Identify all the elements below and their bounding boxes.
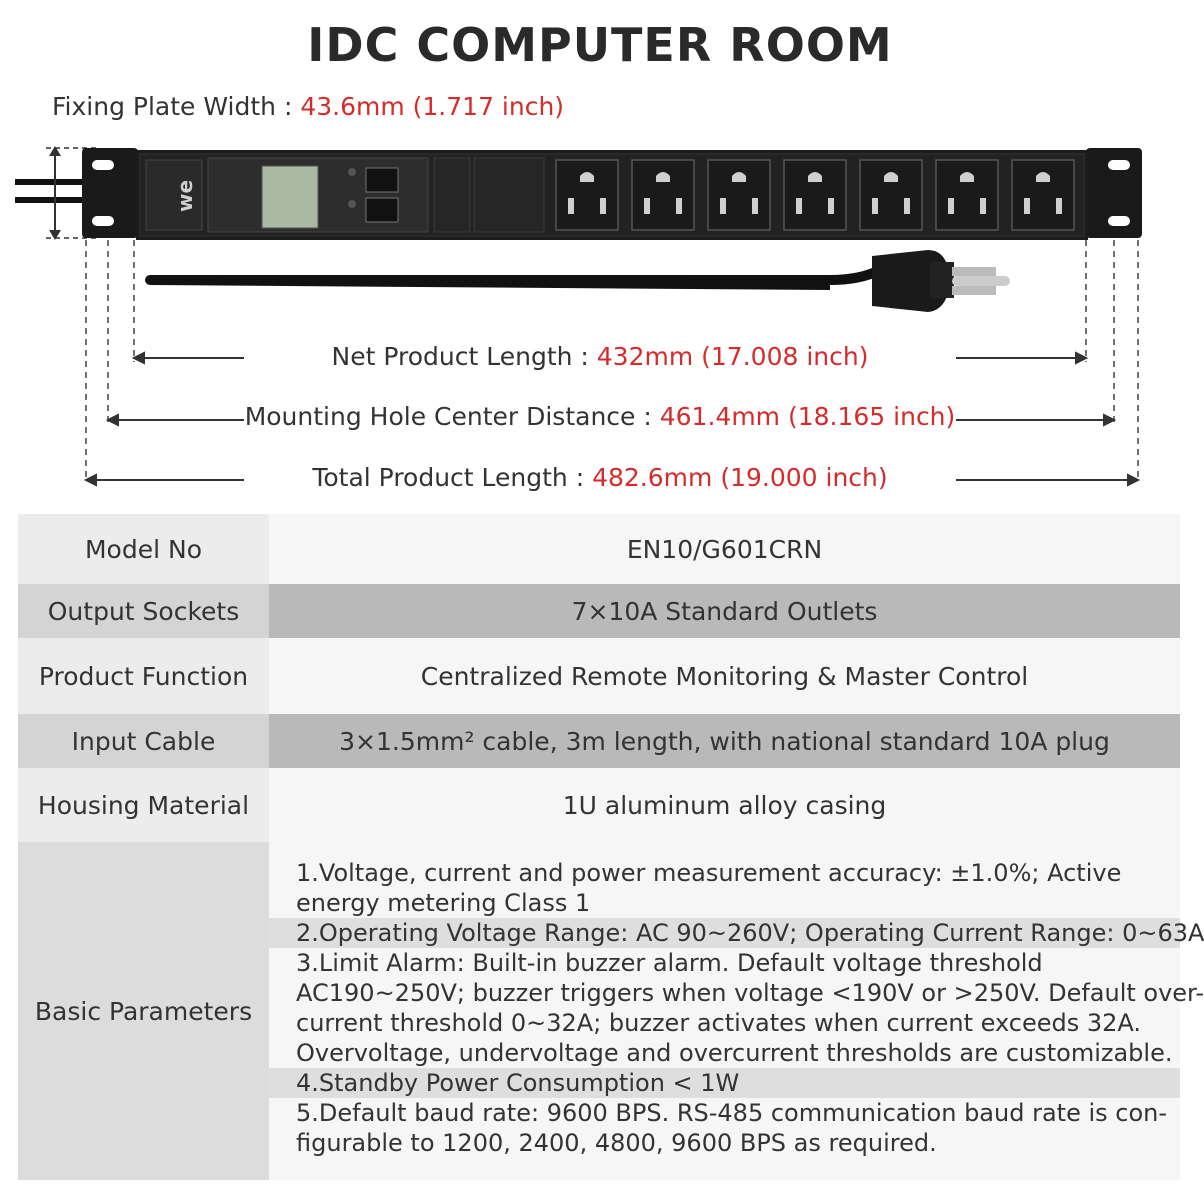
dimension-extension-lines: [85, 240, 1139, 482]
page-title: IDC COMPUTER ROOM: [307, 18, 893, 72]
rj45-port-icon: [365, 197, 399, 223]
param-line: 4.Standby Power Consumption < 1W: [269, 1068, 1180, 1098]
param-line: current threshold 0~32A; buzzer activate…: [296, 1009, 1142, 1037]
lcd-display: [261, 165, 319, 229]
spec-label-basic-parameters: Basic Parameters: [18, 842, 269, 1180]
total-length-label: Total Product Length :: [312, 463, 593, 492]
param-line: Overvoltage, undervoltage and overcurren…: [296, 1039, 1173, 1067]
dimension-arrows: [83, 351, 1141, 487]
spec-row-function: Product Function Centralized Remote Moni…: [18, 638, 1180, 714]
mhc-label: Mounting Hole Center Distance :: [244, 402, 660, 431]
outlet-socket-icon: [707, 159, 771, 231]
spec-label: Housing Material: [18, 768, 269, 842]
spec-row-cable: Input Cable 3×1.5mm² cable, 3m length, w…: [18, 714, 1180, 768]
brand-text: we: [173, 180, 197, 212]
spec-value: EN10/G601CRN: [269, 514, 1180, 584]
outlet-socket-icon: [783, 159, 847, 231]
mhc-value: 461.4mm (18.165 inch): [659, 402, 956, 431]
outlet-socket-icon: [1011, 159, 1075, 231]
spec-row-model: Model No EN10/G601CRN: [18, 514, 1180, 584]
spec-value: 7×10A Standard Outlets: [269, 584, 1180, 638]
spec-label: Model No: [18, 514, 269, 584]
plug-prong: [952, 267, 996, 276]
power-cord: [145, 250, 1010, 312]
total-length-value: 482.6mm (19.000 inch): [592, 463, 888, 492]
meter-module: [207, 157, 429, 233]
plug-ground-pin: [952, 276, 1010, 286]
param-line: energy metering Class 1: [296, 889, 591, 917]
param-line: AC190~250V; buzzer triggers when voltage…: [296, 979, 1204, 1007]
spec-value: 1U aluminum alloy casing: [269, 768, 1180, 842]
outlet-socket-icon: [859, 159, 923, 231]
outlet-socket-icon: [631, 159, 695, 231]
height-dimension-marker: [46, 146, 100, 240]
total-product-length: Total Product Length : 482.6mm (19.000 i…: [0, 463, 1200, 492]
net-length-value: 432mm (17.008 inch): [596, 342, 869, 371]
net-product-length: Net Product Length : 432mm (17.008 inch): [0, 342, 1200, 371]
fixing-plate-width-label: Fixing Plate Width : 43.6mm (1.717 inch): [52, 92, 564, 121]
spec-table: Model No EN10/G601CRN Output Sockets 7×1…: [18, 514, 1204, 1180]
spec-label: Output Sockets: [18, 584, 269, 638]
outlet-socket-icon: [935, 159, 999, 231]
param-line: 2.Operating Voltage Range: AC 90~260V; O…: [269, 918, 1204, 948]
net-length-label: Net Product Length :: [331, 342, 597, 371]
param-line: 1.Voltage, current and power measurement…: [296, 859, 1122, 887]
left-mounting-bracket: [82, 148, 138, 238]
spec-label: Input Cable: [18, 714, 269, 768]
plate-label-text: Fixing Plate Width :: [52, 92, 301, 121]
brand-logo: we: [145, 159, 203, 231]
param-line: 5.Default baud rate: 9600 BPS. RS-485 co…: [296, 1099, 1168, 1127]
spec-label: Product Function: [18, 638, 269, 714]
basic-parameters-list: 1.Voltage, current and power measurement…: [269, 842, 1204, 1180]
plate-value: 43.6mm (1.717 inch): [300, 92, 565, 121]
spec-value: 3×1.5mm² cable, 3m length, with national…: [269, 714, 1180, 768]
spec-row-housing: Housing Material 1U aluminum alloy casin…: [18, 768, 1180, 842]
right-mounting-bracket: [1086, 148, 1142, 238]
param-line: 3.Limit Alarm: Built-in buzzer alarm. De…: [296, 949, 1043, 977]
reset-button-icon: [348, 168, 356, 176]
outlet-group: [555, 159, 1075, 231]
outlet-socket-icon: [555, 159, 619, 231]
spec-value: Centralized Remote Monitoring & Master C…: [269, 638, 1180, 714]
param-line: figurable to 1200, 2400, 4800, 9600 BPS …: [296, 1129, 937, 1157]
pdu-product-drawing: we: [15, 146, 1142, 487]
plug-prong: [952, 286, 996, 295]
spec-row-sockets: Output Sockets 7×10A Standard Outlets: [18, 584, 1180, 638]
mounting-hole-center-distance: Mounting Hole Center Distance : 461.4mm …: [0, 402, 1200, 431]
rj45-port-icon: [365, 167, 399, 193]
